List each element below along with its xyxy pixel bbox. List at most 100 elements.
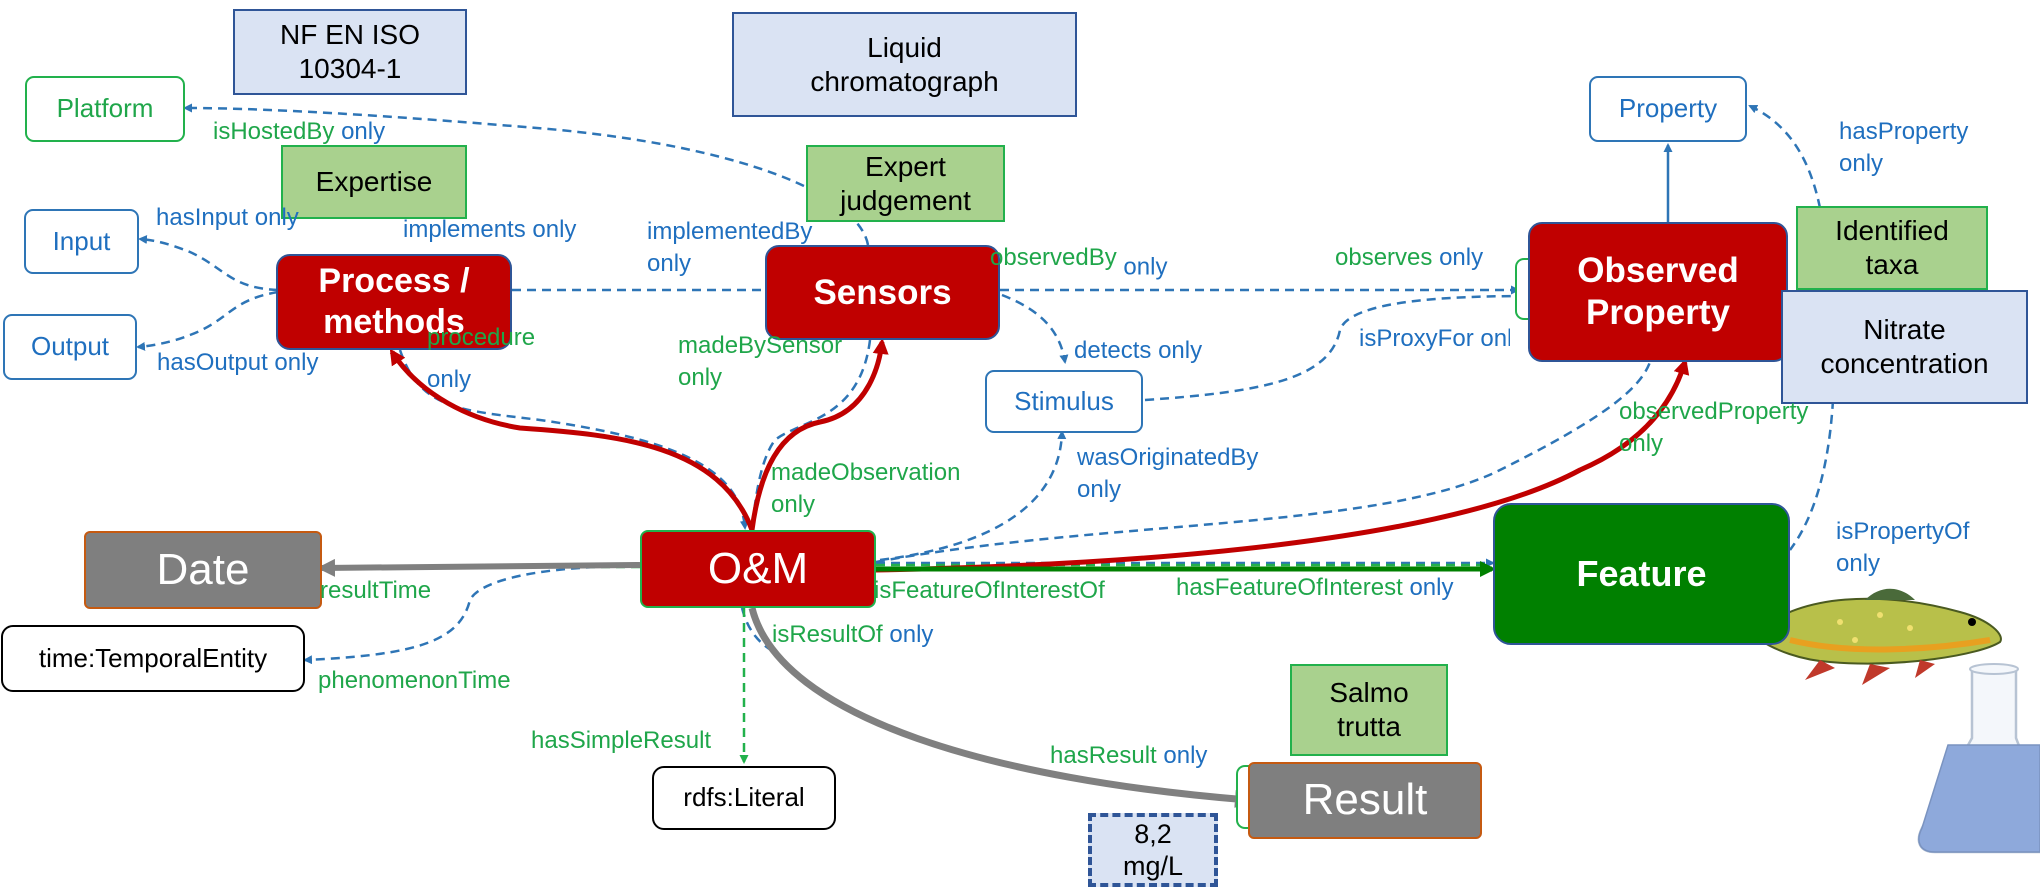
label-is-property-of: isPropertyOf only (1836, 516, 1969, 581)
label-observed-by: observedBy only (990, 242, 1167, 284)
label-is-hosted-by-only: only (341, 118, 386, 145)
label-implemented-by-only: only (647, 250, 692, 278)
node-observed-property[interactable]: Observed Property (1528, 222, 1788, 362)
label-procedure-only: only (427, 365, 472, 393)
example-identified-taxa-text: Identified taxa (1835, 215, 1949, 280)
node-sensors[interactable]: Sensors (765, 245, 1000, 340)
edge-om-result (748, 607, 1253, 808)
label-has-output: hasOutput only (157, 347, 318, 379)
label-is-hosted-by: isHostedBy only (213, 116, 385, 148)
label-is-result-of-only: only (889, 621, 934, 648)
edge-om-process (389, 348, 755, 531)
edge-was-originated-by (879, 430, 1067, 562)
example-expertise: Expertise (281, 145, 467, 219)
flask-icon (1917, 663, 2040, 854)
edge-made-by-sensor (750, 339, 872, 531)
label-implemented-by: implementedBy only (647, 216, 812, 281)
node-platform[interactable]: Platform (25, 76, 185, 142)
edge-has-input (138, 234, 279, 292)
label-implements-only: only (532, 216, 577, 243)
label-made-observation-only: only (771, 491, 816, 519)
node-output[interactable]: Output (3, 314, 137, 380)
node-literal[interactable]: rdfs:Literal (652, 766, 836, 830)
example-expert-judgement-text: Expert judgement (840, 150, 971, 216)
node-temporal-entity[interactable]: time:TemporalEntity (1, 625, 305, 692)
example-nf-en-iso: NF EN ISO 10304-1 (233, 9, 467, 95)
example-identified-taxa: Identified taxa (1796, 206, 1988, 290)
node-date[interactable]: Date (84, 531, 322, 609)
node-property[interactable]: Property (1589, 76, 1747, 142)
example-expertise-text: Expertise (315, 166, 433, 198)
label-is-property-of-text: isPropertyOf (1836, 518, 1970, 545)
node-process-methods[interactable]: Process / methods (276, 254, 512, 350)
label-has-property-text: hasProperty (1839, 118, 1969, 145)
example-result-value-text: 8,2 mg/L (1122, 818, 1184, 881)
node-om[interactable]: O&M (640, 530, 876, 608)
label-was-originated-by-text: wasOriginatedBy (1077, 444, 1259, 471)
edge-om-sensors (749, 338, 889, 531)
label-was-originated-by-only: only (1077, 476, 1122, 504)
label-observed-by-text: observedBy (990, 244, 1117, 271)
label-has-feature-of-interest-text: hasFeatureOfInterest (1176, 574, 1403, 601)
label-is-feature-of-interest-of-text: isFeatureOfInterestOf (874, 577, 1105, 604)
example-liquid-chromatograph: Liquid chromatograph (732, 12, 1077, 117)
label-made-observation-text: madeObservation (771, 459, 961, 486)
label-observes-text: observes (1335, 244, 1433, 271)
label-observes-only: only (1439, 244, 1484, 271)
label-has-input-text: hasInput (156, 204, 249, 231)
edge-detects (1001, 293, 1069, 364)
label-is-proxy-for-only: only (1480, 325, 1511, 352)
example-nf-en-iso-text: NF EN ISO 10304-1 (279, 19, 420, 84)
label-has-output-only: only (274, 349, 319, 376)
label-implemented-by-text: implementedBy (647, 218, 813, 245)
label-is-result-of-text: isResultOf (772, 621, 883, 648)
node-feature[interactable]: Feature (1493, 503, 1790, 645)
edge-observed-property (875, 361, 1652, 564)
label-has-result-only: only (1163, 742, 1208, 769)
example-nitrate-concentration-text: Nitrate concentration (1820, 314, 1989, 379)
label-observes: observes only (1335, 242, 1483, 274)
label-has-simple-result-text: hasSimpleResult (531, 727, 712, 754)
label-result-time: resultTime (320, 575, 431, 617)
label-phenomenon-time: phenomenonTime (318, 665, 511, 697)
example-salmo-trutta: Salmo trutta (1290, 664, 1448, 756)
label-observed-property-text: observedProperty (1619, 398, 1809, 425)
node-observed-property-text: Observed Property (1577, 251, 1739, 332)
example-liquid-chromatograph-text: Liquid chromatograph (810, 31, 999, 97)
node-input[interactable]: Input (24, 209, 139, 274)
example-expert-judgement: Expert judgement (806, 145, 1005, 222)
example-salmo-trutta-text: Salmo trutta (1329, 677, 1409, 742)
label-has-result: hasResult only (1050, 740, 1207, 772)
label-observed-property: observedProperty only (1619, 396, 1808, 461)
label-result-time-text: resultTime (320, 577, 432, 604)
label-detects: detects only (1074, 335, 1202, 367)
label-is-proxy-for: isProxyFor only (1359, 323, 1510, 355)
edge-is-property-of (1788, 399, 1835, 551)
node-result[interactable]: Result (1248, 762, 1482, 839)
label-made-by-sensor-text: madeBySensor (678, 332, 843, 359)
label-has-feature-of-interest-only: only (1409, 574, 1454, 601)
label-implements: implements only (403, 214, 576, 246)
edge-has-output (136, 290, 279, 351)
label-is-property-of-only: only (1836, 550, 1881, 578)
label-has-feature-of-interest: hasFeatureOfInterest only (1176, 572, 1453, 604)
label-procedure-text: procedure (427, 324, 536, 351)
label-is-result-of: isResultOf only (772, 619, 933, 651)
example-nitrate-concentration: Nitrate concentration (1781, 290, 2028, 404)
edge-om-observed-property (875, 358, 1690, 573)
node-stimulus[interactable]: Stimulus (985, 370, 1143, 433)
edge-is-proxy-for (1144, 294, 1531, 402)
label-has-input-only: only (254, 204, 299, 231)
edge-has-property (1748, 104, 1822, 209)
label-observed-property-only: only (1619, 430, 1664, 458)
label-detects-only: only (1158, 337, 1203, 364)
label-is-feature-of-interest-of: isFeatureOfInterestOf (874, 575, 1105, 617)
label-has-input: hasInput only (156, 202, 299, 234)
label-procedure: procedure only (427, 322, 535, 396)
example-result-value: 8,2 mg/L (1088, 813, 1218, 887)
label-has-output-text: hasOutput (157, 349, 268, 376)
edge-is-hosted-by (183, 103, 870, 246)
